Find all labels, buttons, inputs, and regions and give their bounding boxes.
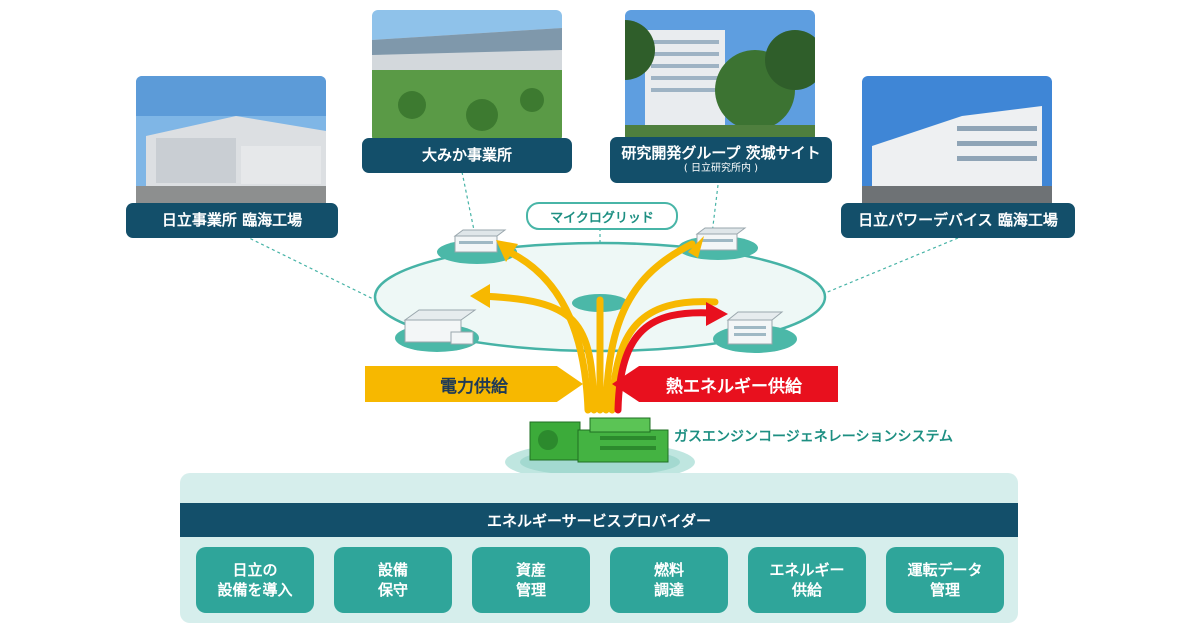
site-name: 研究開発グループ 茨城サイト [621, 144, 821, 163]
service-box-operation-data: 運転データ 管理 [886, 547, 1004, 613]
heat-supply-text: 熱エネルギー供給 [666, 376, 802, 397]
gas-engine-generator [529, 417, 669, 463]
microgrid-label: マイクログリッド [526, 202, 678, 230]
site-sub: ( 日立研究所内 ) [683, 163, 759, 175]
services-row: 日立の 設備を導入 設備 保守 資産 管理 燃料 調達 エネルギー 供給 運転デ… [196, 547, 1004, 613]
power-supply-label: 電力供給 [365, 366, 583, 402]
site-label-rd-ibaraki: 研究開発グループ 茨城サイト ( 日立研究所内 ) [610, 137, 832, 183]
site-label-hitachi-rinkai: 日立事業所 臨海工場 [126, 203, 338, 238]
service-box-energy-supply: エネルギー 供給 [748, 547, 866, 613]
provider-bar: エネルギーサービスプロバイダー [180, 503, 1018, 537]
service-box-fuel-procurement: 燃料 調達 [610, 547, 728, 613]
heat-supply-label: 熱エネルギー供給 [612, 366, 838, 402]
site-name: 日立事業所 臨海工場 [161, 211, 303, 230]
power-arrowheads [470, 236, 704, 308]
service-box-asset-management: 資産 管理 [472, 547, 590, 613]
site-photo-hitachi-rinkai [136, 76, 326, 208]
site-label-omika: 大みか事業所 [362, 138, 572, 173]
site-name: 日立パワーデバイス 臨海工場 [858, 211, 1058, 230]
site-photo-rd-ibaraki [625, 10, 815, 142]
site-label-power-device: 日立パワーデバイス 臨海工場 [841, 203, 1075, 238]
site-photo-omika [372, 10, 562, 142]
site-name: 大みか事業所 [421, 146, 512, 165]
service-panel [180, 473, 1018, 623]
service-box-maintenance: 設備 保守 [334, 547, 452, 613]
gas-system-label: ガスエンジンコージェネレーションシステム [674, 429, 954, 445]
service-box-equipment: 日立の 設備を導入 [196, 547, 314, 613]
heat-arrowhead [706, 302, 728, 326]
building-icons [403, 227, 784, 345]
site-photo-power-device [862, 76, 1052, 208]
